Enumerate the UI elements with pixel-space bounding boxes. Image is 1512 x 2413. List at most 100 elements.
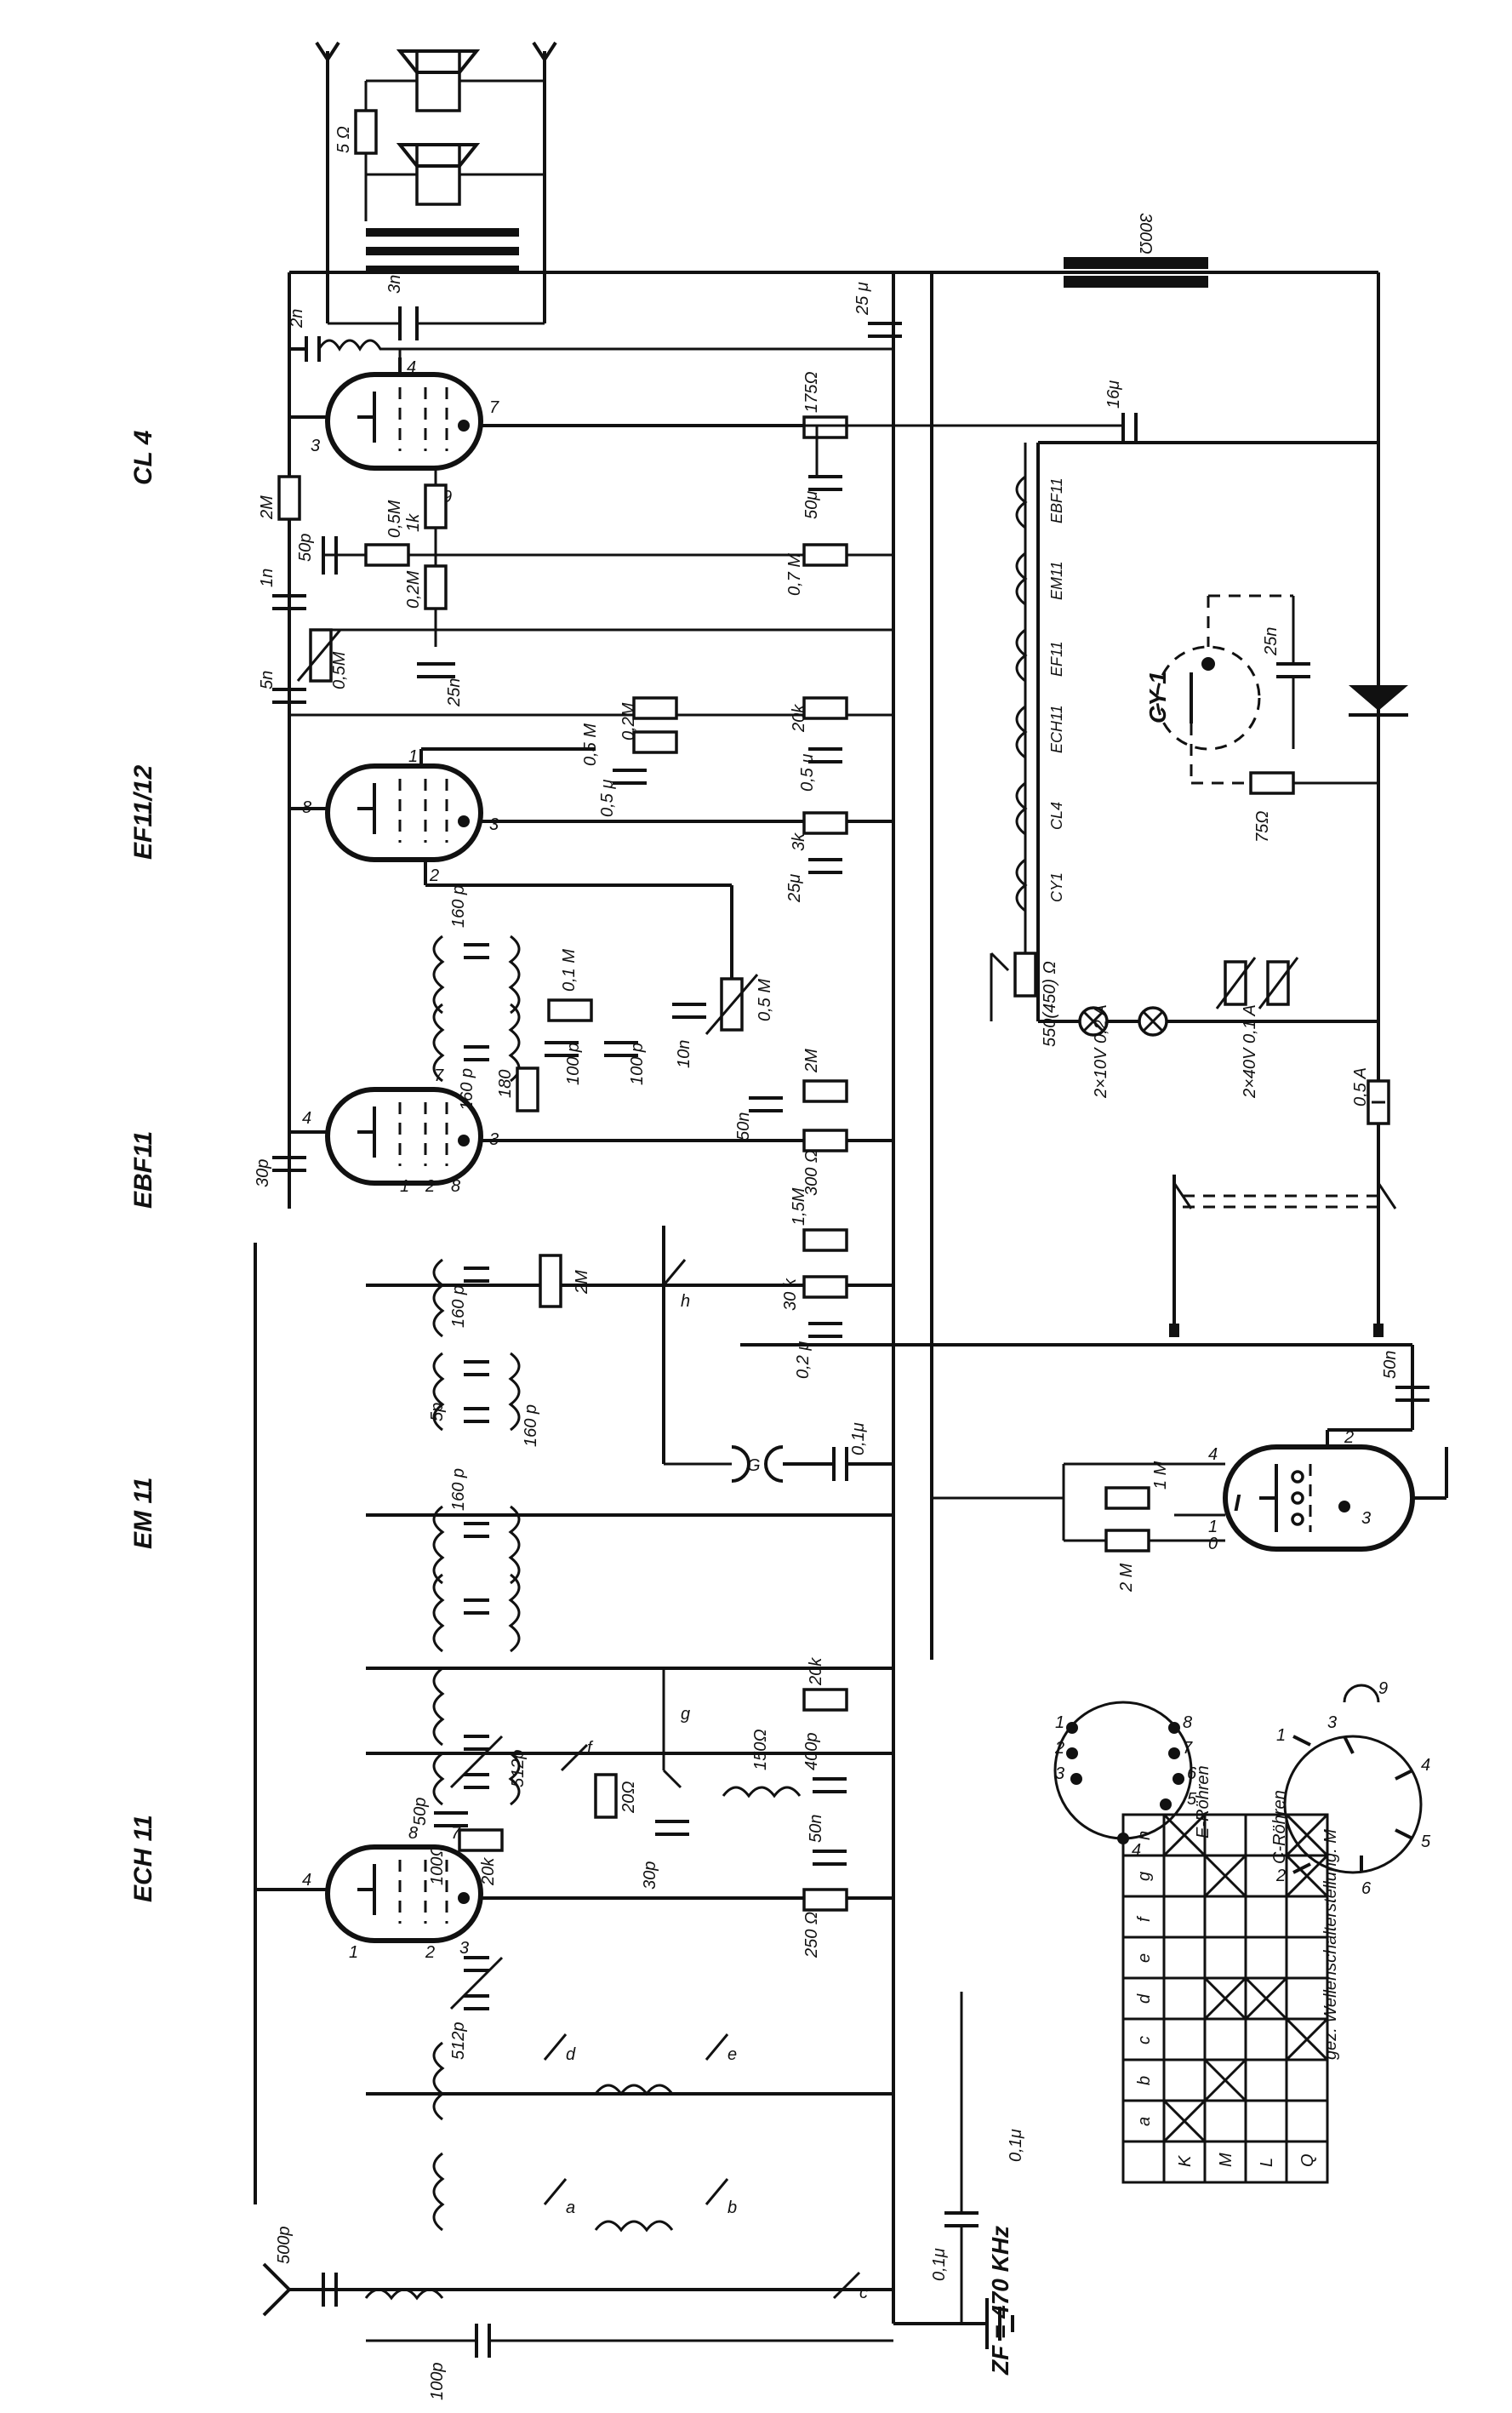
- label-07m: 0,7 M: [785, 553, 804, 596]
- svg-text:2: 2: [425, 1177, 435, 1196]
- resistor-02m-ef11: [632, 696, 678, 720]
- switch-label-f: f: [587, 1739, 594, 1758]
- label-50n-c: 50n: [1381, 1351, 1400, 1379]
- label-2m-b: 2M: [802, 1049, 821, 1073]
- label-150ohm: 150Ω: [751, 1729, 770, 1770]
- switch-table-cell: [1244, 1936, 1288, 1980]
- tube-label-ef11: EF11/12: [129, 765, 157, 860]
- label-lamp1: 2×10V 0,2 A: [1092, 1004, 1110, 1099]
- label-50p-cl4: 50p: [296, 534, 315, 562]
- tube-cl4: 3 4 7 9 2n 2M 1k 0,2M 0,5M 50p 1n 5n: [258, 282, 1138, 717]
- switch-table-cell: [1285, 2058, 1329, 2102]
- rectifier-cy1: CY 1 25n 75Ω: [1144, 594, 1408, 843]
- socket-c-roehren: [1283, 1735, 1423, 1874]
- svg-text:I: I: [1234, 1490, 1241, 1516]
- resistor-300: [802, 1129, 848, 1152]
- transformer-core-2: [366, 247, 519, 255]
- label-30p-b: 30p: [254, 1159, 272, 1187]
- svg-text:1: 1: [408, 747, 418, 766]
- svg-text:7: 7: [1183, 1739, 1193, 1758]
- resistor-20k-b: [802, 1688, 848, 1712]
- switch-table-cell: [1285, 2099, 1329, 2143]
- resistor-20k-osc: [458, 1828, 504, 1852]
- svg-text:9: 9: [1378, 1679, 1388, 1698]
- label-05u-ef11: 0,5 μ: [598, 780, 617, 817]
- tube-ebf11: 4 1 2 8 3 7 30p 160 p 160 p 0,1 M 100 p …: [254, 885, 893, 1483]
- svg-text:4: 4: [407, 358, 416, 377]
- switch-table-col-header: a: [1135, 2117, 1154, 2126]
- label-20k-b: 20k: [807, 1657, 825, 1686]
- switch-table-mark: [1244, 1976, 1288, 2021]
- switch-label-e: e: [727, 2045, 737, 2064]
- label-5n: 5n: [258, 671, 277, 689]
- switch-table-col-header: g: [1135, 1872, 1154, 1881]
- tube-label-em11: EM 11: [129, 1478, 157, 1549]
- tube-envelope-cy1: [1155, 645, 1261, 751]
- tube-envelope-ef11: [325, 763, 483, 862]
- svg-text:G: G: [747, 1456, 761, 1475]
- label-25u-b: 25 μ: [853, 282, 872, 316]
- svg-text:8: 8: [302, 798, 311, 817]
- svg-text:2: 2: [429, 866, 439, 885]
- svg-text:6: 6: [1361, 1879, 1372, 1898]
- svg-text:1: 1: [400, 1177, 409, 1196]
- resistor-2m-ebf: [802, 1079, 848, 1103]
- label-75: 75Ω: [1253, 811, 1272, 843]
- svg-text:2: 2: [425, 1943, 435, 1962]
- svg-text:4: 4: [302, 1109, 311, 1128]
- rails: [254, 271, 1380, 2349]
- label-heater-ebf11: EBF11: [1048, 477, 1065, 523]
- label-heater-em11: EM11: [1048, 561, 1065, 600]
- tube-label-ech11: ECH 11: [129, 1815, 157, 1902]
- label-50p-osc: 50p: [411, 1798, 430, 1826]
- resistor-07m: [802, 543, 848, 567]
- resistor-550: [1013, 952, 1037, 998]
- tube-ef11: 8 1 3 2 0,2M 0,5 M 0,5 μ 20k 0,5 μ 3k 25…: [289, 696, 893, 987]
- label-choke: 300Ω: [1136, 213, 1155, 254]
- label-heater-cl4: CL4: [1048, 802, 1065, 830]
- switch-table-cell: [1121, 2140, 1166, 2184]
- label-30k: 30 k: [781, 1278, 800, 1311]
- label-01m: 0,1 M: [560, 949, 579, 992]
- label-50n-b: 50n: [734, 1112, 753, 1141]
- label-180: 180: [496, 1070, 515, 1098]
- transformer-core-3: [366, 266, 519, 274]
- label-50u: 50μ: [802, 491, 821, 519]
- resistor-5ohm: [354, 109, 378, 155]
- switch-label-g: g: [681, 1705, 690, 1724]
- svg-text:5: 5: [1421, 1833, 1431, 1851]
- label-175: 175Ω: [802, 371, 821, 413]
- switch-table-cell: [1162, 1976, 1207, 2021]
- label-lamp2: 2×40V 0,1 A: [1241, 1004, 1259, 1099]
- svg-text:6: 6: [1187, 1764, 1197, 1783]
- resistor-175: [802, 415, 848, 439]
- label-heater-cy1: CY1: [1048, 872, 1065, 902]
- tube-labels: ECH 11 EM 11 EBF11 EF11/12 CL 4: [129, 430, 157, 1902]
- speaker-1: [415, 49, 461, 112]
- label-250: 250 Ω: [802, 1912, 821, 1958]
- resistor-2m-cl4: [277, 475, 301, 521]
- pot-05m-ebf: [720, 977, 744, 1032]
- label-05m-cl4: 0,5M: [385, 500, 404, 538]
- resistor-01m: [547, 998, 593, 1022]
- switch-table-col-header: h: [1135, 1831, 1154, 1840]
- ntc-1: [1224, 960, 1247, 1006]
- svg-text:3: 3: [489, 815, 499, 834]
- switch-table-cell: [1244, 2017, 1288, 2061]
- label-em-1m: 1 M: [1151, 1461, 1170, 1490]
- tube-label-cl4: CL 4: [129, 430, 157, 485]
- switch-table-cell: [1203, 1895, 1247, 1939]
- switch-table-mark: [1285, 2017, 1329, 2061]
- resistor-15m: [802, 1228, 848, 1252]
- switch-table-cell: [1162, 2017, 1207, 2061]
- svg-text:2: 2: [1344, 1428, 1354, 1447]
- resistor-75: [1249, 771, 1295, 795]
- tube-label-ebf11: EBF11: [129, 1131, 157, 1209]
- resistor-20ohm: [594, 1773, 618, 1819]
- switch-table-cell: [1244, 1895, 1288, 1939]
- transformer-core-1: [366, 228, 519, 237]
- svg-text:8: 8: [451, 1177, 460, 1196]
- switch-table-title: gez. Wellenschalterstellung: M: [1321, 1829, 1340, 2060]
- switch-label-h: h: [681, 1292, 690, 1311]
